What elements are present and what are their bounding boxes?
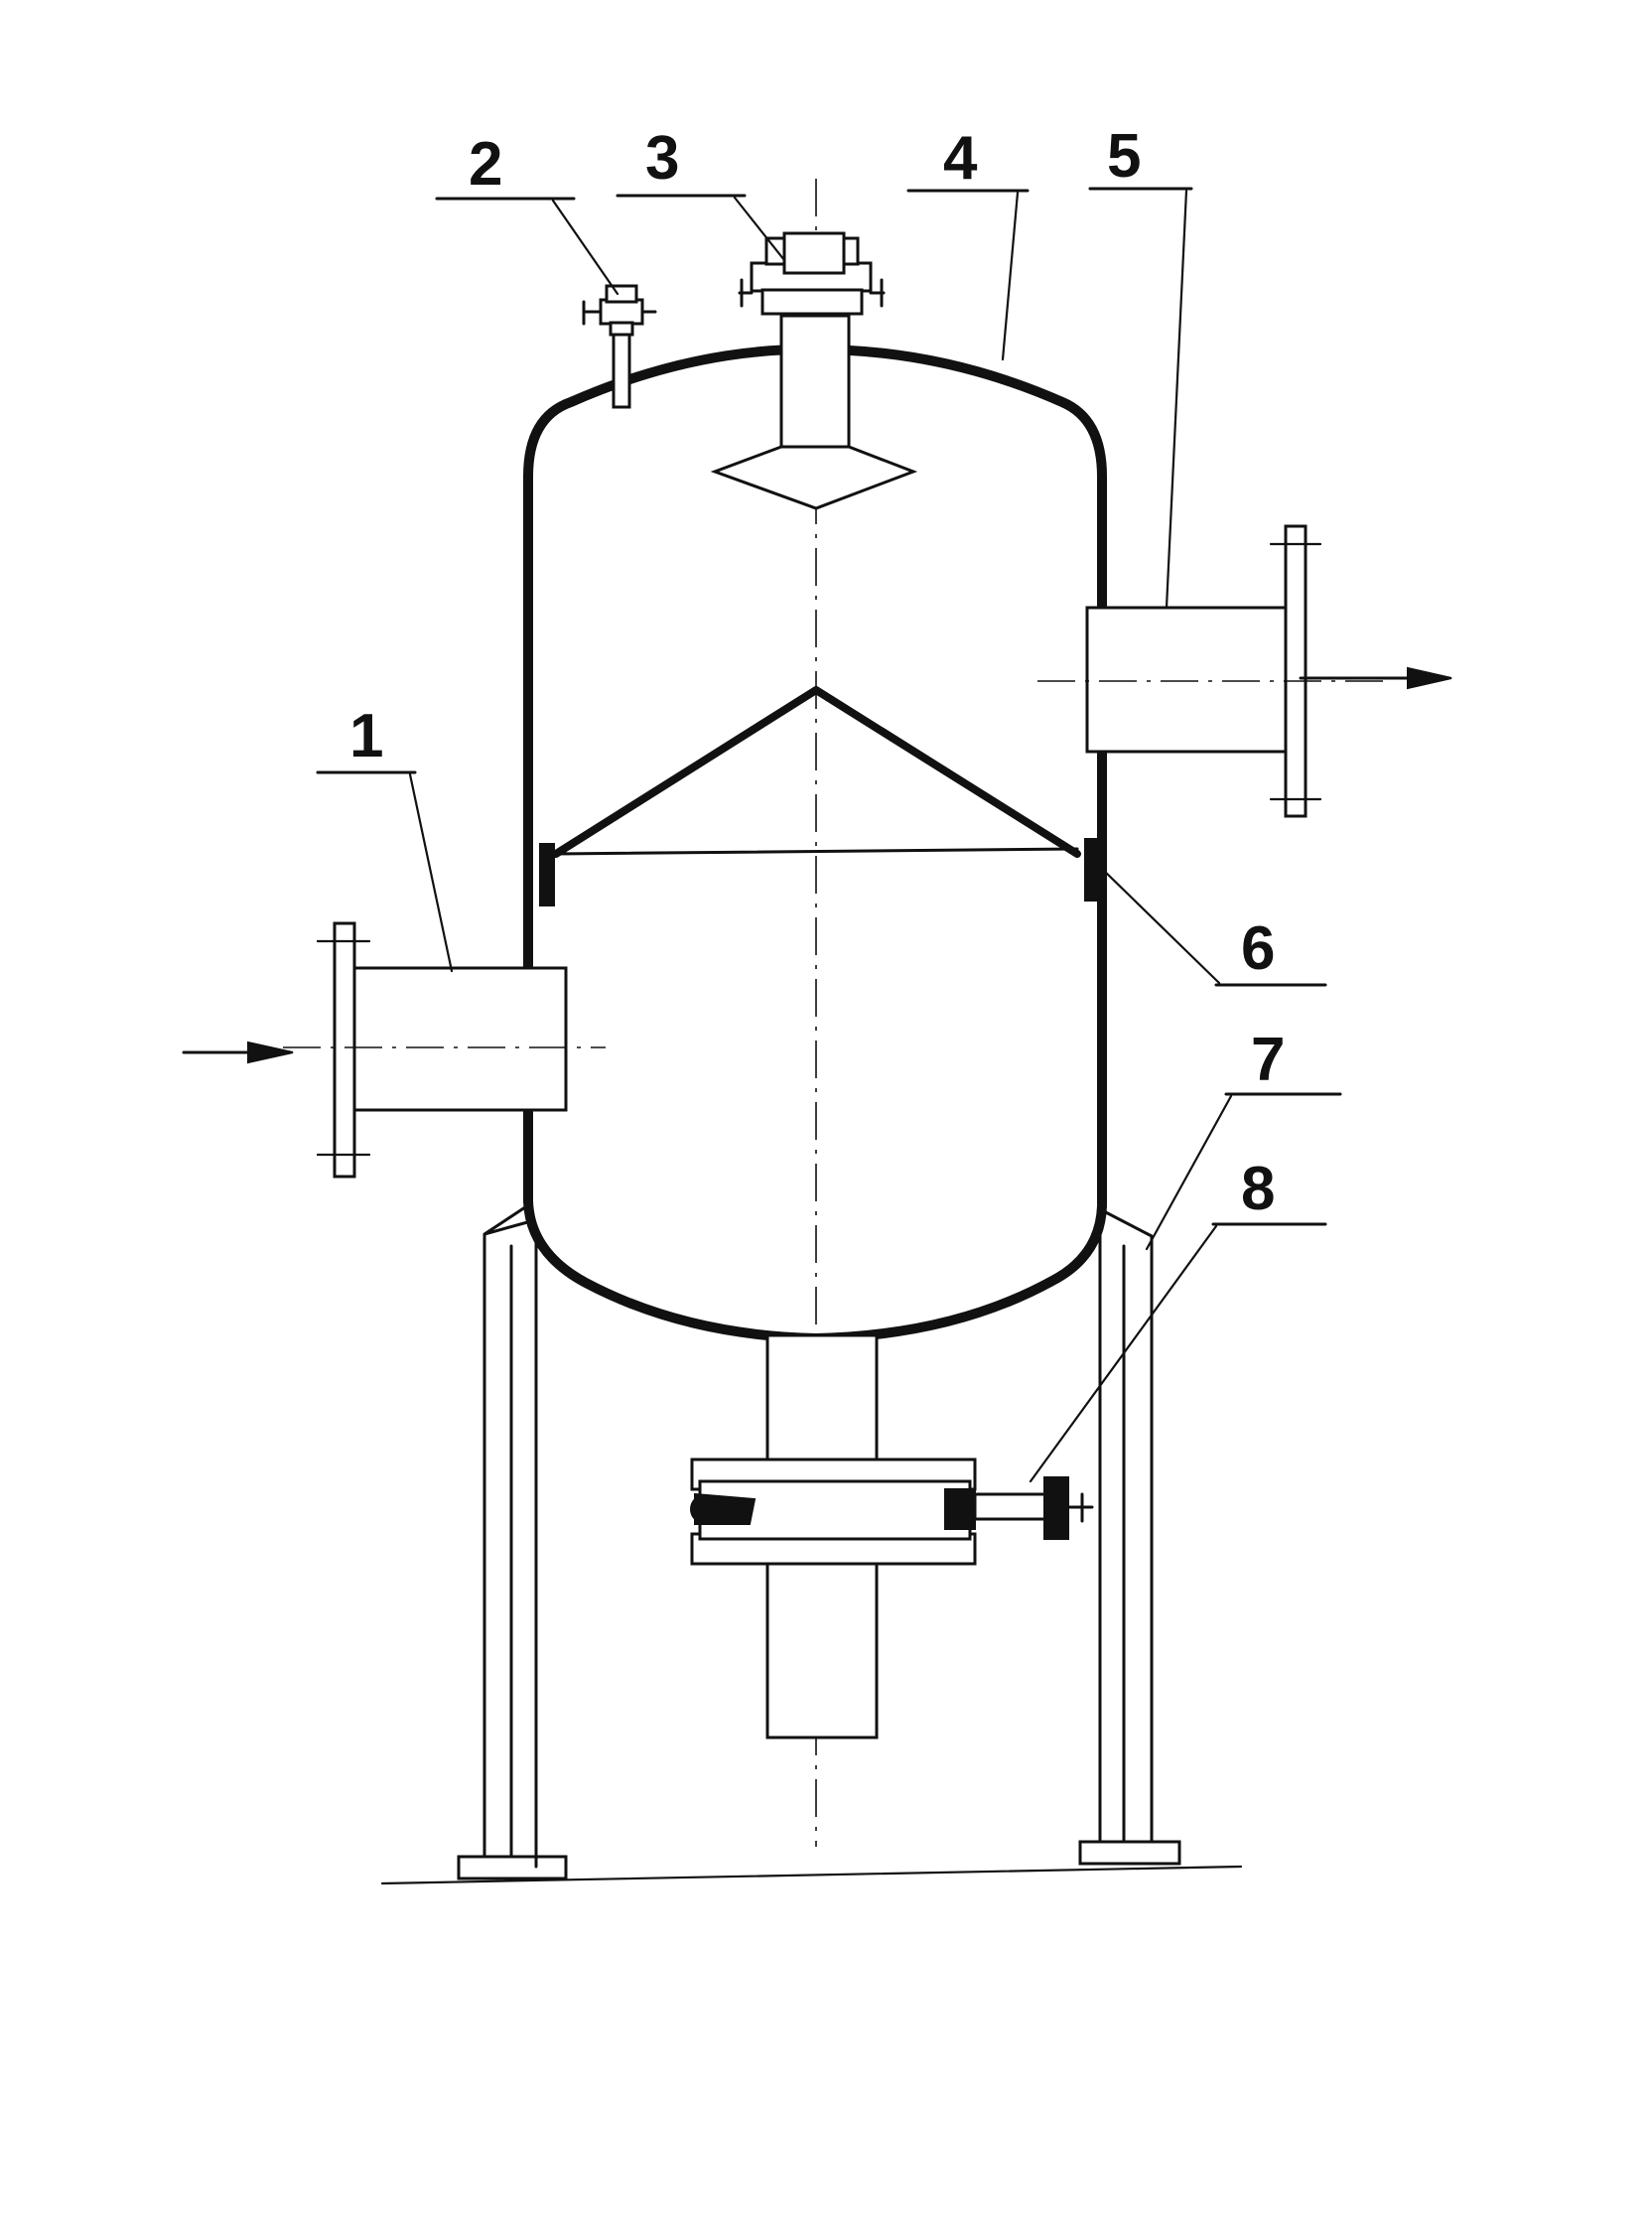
inlet-nozzle xyxy=(283,923,606,1177)
label-7: 7 xyxy=(1251,1026,1285,1094)
label-1: 1 xyxy=(349,702,383,770)
drain-valve xyxy=(691,1460,1092,1564)
label-5: 5 xyxy=(1107,122,1141,191)
outlet-flow-arrow xyxy=(1301,668,1451,688)
outlet-nozzle xyxy=(1037,526,1390,816)
label-4: 4 xyxy=(943,124,978,193)
label-3: 3 xyxy=(645,124,679,193)
label-2: 2 xyxy=(469,130,502,199)
inlet-flow-arrow xyxy=(184,1042,293,1062)
label-8: 8 xyxy=(1241,1155,1275,1223)
support-leg-right xyxy=(1080,1209,1179,1864)
support-leg-left xyxy=(459,1203,566,1878)
conical-separator-plate xyxy=(540,690,1099,905)
top-nozzle-assembly xyxy=(715,233,913,508)
label-6: 6 xyxy=(1241,914,1275,983)
